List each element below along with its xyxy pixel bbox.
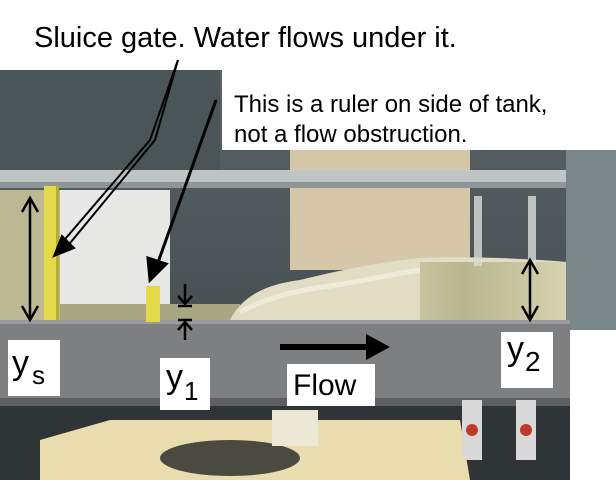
pump-hole: [160, 440, 300, 476]
white-panel: [0, 70, 220, 170]
ys-label-subscript: s: [32, 360, 45, 390]
sluice-gate-caption: Sluice gate. Water flows under it.: [34, 22, 457, 54]
y2-dimension-arrow: [520, 257, 540, 323]
side-ruler: [146, 286, 160, 322]
ruler-caption-line-1: This is a ruler on side of tank,: [234, 91, 548, 118]
caption-top-bg: [0, 0, 616, 70]
jump-foam-texture: [238, 263, 451, 315]
y1-label-base: y: [166, 358, 183, 396]
y2-label-subscript: 2: [525, 346, 541, 377]
y1-label-subscript: 1: [184, 376, 199, 406]
ys-label: y s: [8, 340, 60, 396]
valve-left-red: [466, 424, 478, 436]
flow-label-text: Flow: [293, 369, 357, 402]
tan-box: [290, 150, 470, 270]
gauge-tube-2: [528, 196, 536, 266]
tank-floor-bottom: [0, 398, 570, 406]
flow-label: Flow: [287, 364, 375, 406]
y1-dimension-arrow: [177, 284, 193, 340]
tank-end-wall: [566, 150, 616, 330]
ruler-pointer-arrow: [146, 99, 218, 284]
tank-floor-edge: [0, 320, 570, 324]
pump-pipe: [272, 410, 318, 446]
tank-top-rail: [0, 170, 616, 182]
valve-right-red: [520, 424, 532, 436]
gauge-tube-1: [474, 196, 482, 266]
tank-rail-shadow: [0, 182, 616, 188]
ys-label-base: y: [12, 344, 29, 382]
ys-dimension-arrow: [20, 195, 40, 323]
flow-arrow: [280, 334, 390, 360]
y2-label: y 2: [501, 332, 553, 388]
ruler-caption-line-2: not a flow obstruction.: [234, 121, 468, 148]
gate-pointer-arrow: [52, 59, 179, 258]
right-blank: [570, 330, 616, 480]
downstream-water: [420, 262, 568, 320]
tank-floor: [0, 320, 570, 404]
ruler-caption: This is a ruler on side of tank, not a f…: [230, 90, 552, 150]
y1-label: y 1: [160, 358, 210, 410]
sluice-gate: [44, 186, 58, 320]
y2-label-base: y: [507, 330, 524, 368]
